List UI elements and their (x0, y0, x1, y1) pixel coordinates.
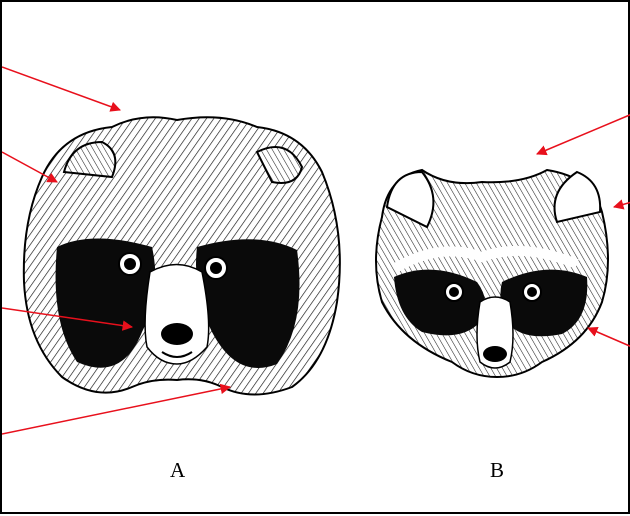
arrow-muzzle-a (2, 307, 134, 331)
arrow-mask-b (587, 326, 630, 347)
panel-label-a: A (170, 458, 186, 482)
raccoon-face-illustration (375, 168, 609, 379)
arrow-ear-a (2, 151, 58, 183)
arrow-cheek-a (2, 383, 232, 435)
raccoon-dog-face-illustration (22, 116, 341, 396)
arrow-forehead-a (2, 66, 121, 112)
arrow-forehead-b (536, 114, 630, 156)
arrow-ear-b (612, 199, 630, 210)
panel-label-b: B (490, 458, 505, 482)
annotation-arrows (2, 66, 630, 435)
